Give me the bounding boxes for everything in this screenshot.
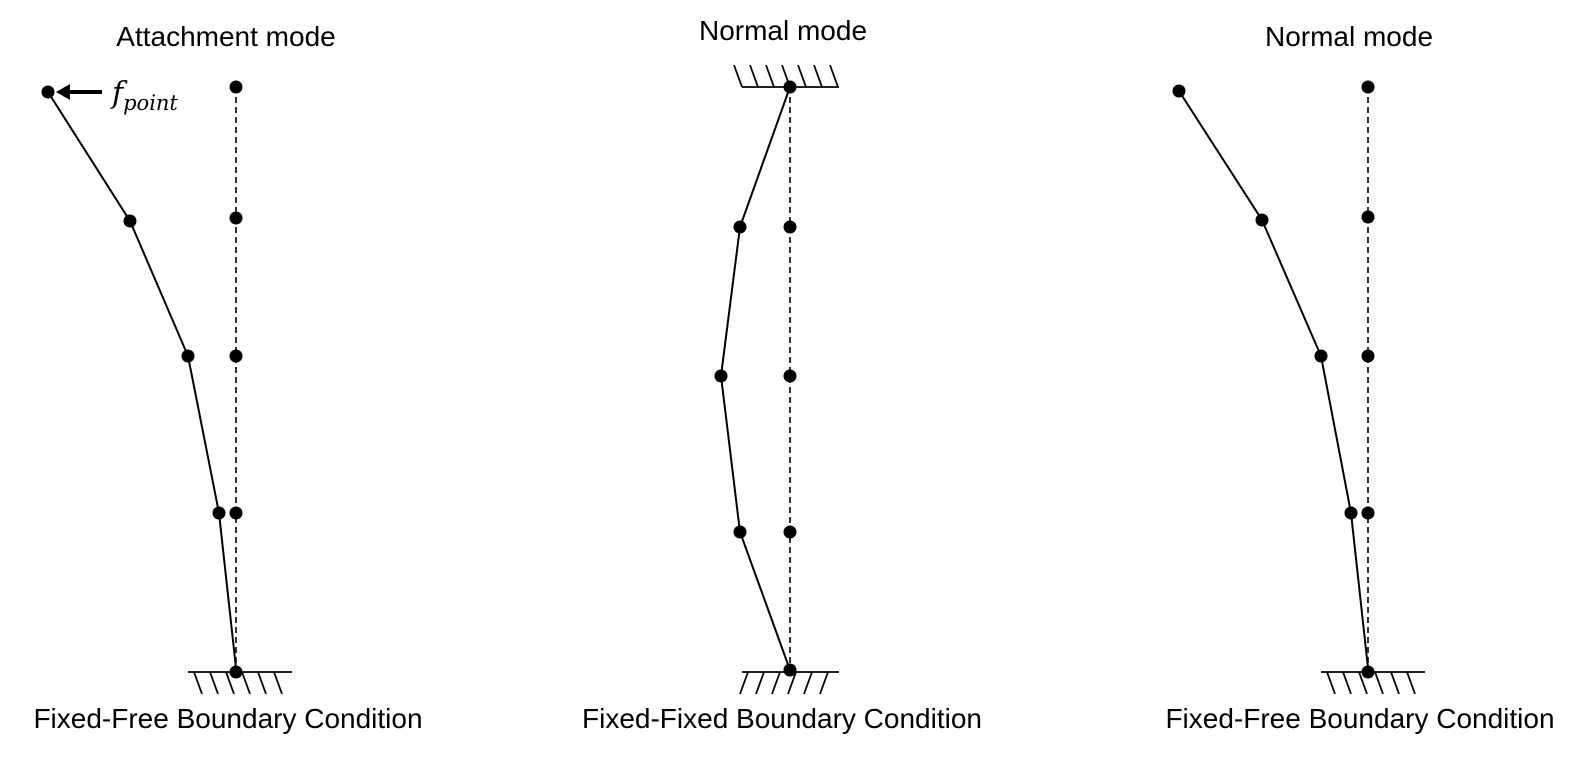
reference-node <box>1361 80 1375 94</box>
point-force-arrow-icon <box>56 84 102 100</box>
deformed-node <box>181 349 195 363</box>
reference-node <box>783 525 797 539</box>
panel-normal-mode-fixed-fixed: Normal mode <box>582 15 982 734</box>
panel-caption-normal-fixed-fixed: Fixed-Fixed Boundary Condition <box>582 703 982 734</box>
reference-node <box>783 369 797 383</box>
panel-normal-mode-fixed-free: Normal mode Fixed-Free Boundary Conditio… <box>1165 21 1554 734</box>
deformed-shape-line <box>1178 90 1369 669</box>
deformed-node <box>714 369 728 383</box>
reference-node <box>783 220 797 234</box>
panel-title-normal-fixed-fixed: Normal mode <box>699 15 867 46</box>
panel-title-normal-fixed-free: Normal mode <box>1265 21 1433 52</box>
fixed-node <box>783 80 797 94</box>
deformed-shape-line <box>47 91 237 669</box>
panel-attachment-mode: Attachment mode fpoint <box>33 21 422 734</box>
deformed-node <box>212 506 226 520</box>
deformed-node <box>1314 349 1328 363</box>
deformed-node <box>123 214 137 228</box>
deformed-node <box>733 220 747 234</box>
reference-node <box>229 211 243 225</box>
reference-node <box>1361 210 1375 224</box>
fixed-node <box>1361 665 1375 679</box>
panel-title-attachment: Attachment mode <box>116 21 335 52</box>
reference-node <box>229 80 243 94</box>
fixed-node <box>783 663 797 677</box>
fixed-node <box>229 665 243 679</box>
deformed-node <box>1172 84 1186 98</box>
deformed-node <box>1255 213 1269 227</box>
reference-node <box>1361 349 1375 363</box>
reference-node <box>1361 506 1375 520</box>
reference-node <box>229 349 243 363</box>
point-force-label: fpoint <box>110 76 178 115</box>
deformed-shape-line <box>719 86 791 671</box>
fixed-support-top <box>733 64 839 88</box>
panel-caption-normal-fixed-free: Fixed-Free Boundary Condition <box>1165 703 1554 734</box>
panel-caption-attachment: Fixed-Free Boundary Condition <box>33 703 422 734</box>
deformed-node <box>733 525 747 539</box>
deformed-node <box>1344 506 1358 520</box>
force-subscript: point <box>123 91 178 115</box>
deformed-node <box>41 85 55 99</box>
reference-node <box>229 506 243 520</box>
